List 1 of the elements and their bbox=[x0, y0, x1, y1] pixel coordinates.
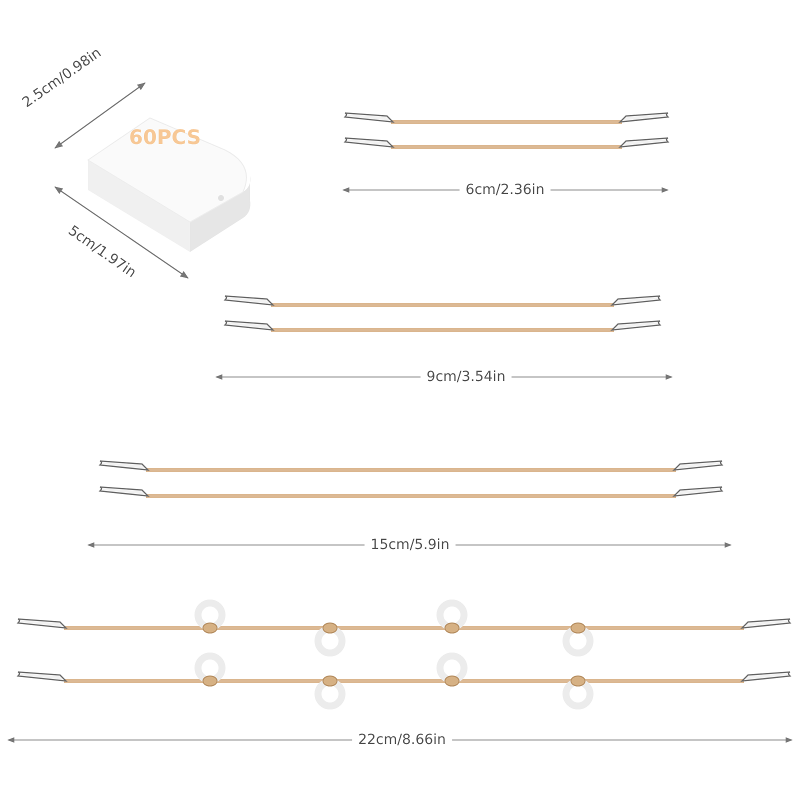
quantity-text: 60PCS bbox=[129, 126, 201, 148]
